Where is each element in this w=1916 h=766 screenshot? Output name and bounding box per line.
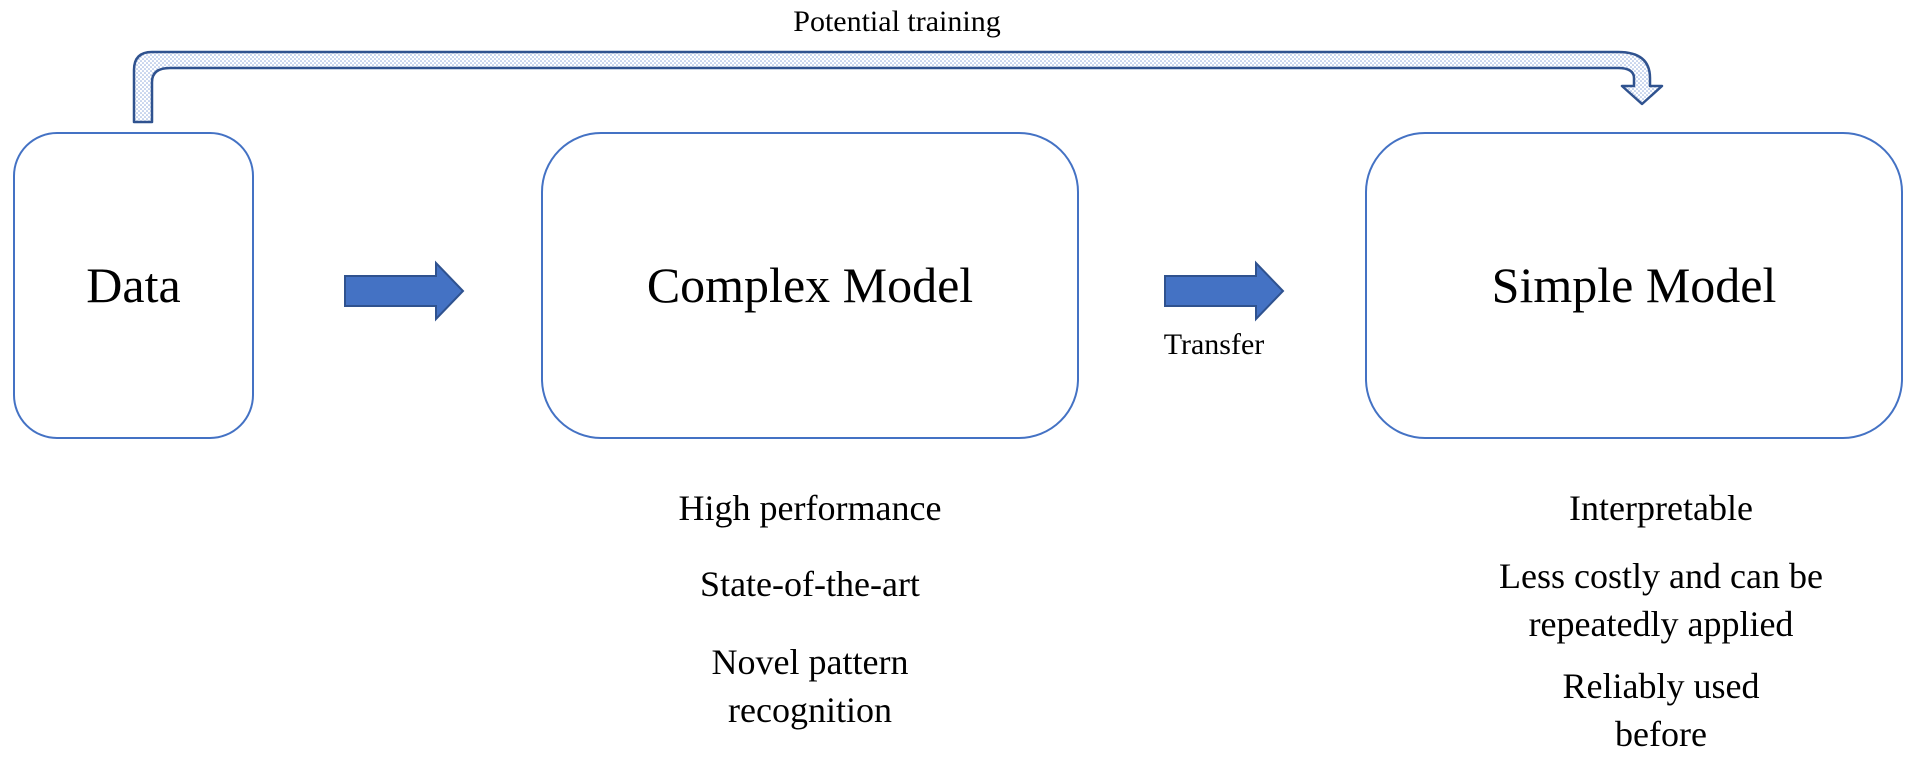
data-to-complex-arrow bbox=[344, 260, 465, 322]
complex-property-item: High performance bbox=[678, 488, 942, 528]
complex-property-item: State-of-the-art bbox=[700, 564, 920, 604]
simple-property-item: Interpretable bbox=[1569, 488, 1753, 528]
simple-model-title: Simple Model bbox=[1491, 257, 1777, 313]
simple-properties-list: Interpretable Less costly and can be rep… bbox=[1461, 484, 1861, 758]
simple-property-item: Less costly and can be repeatedly applie… bbox=[1499, 556, 1823, 644]
complex-model-box: Complex Model bbox=[541, 132, 1079, 439]
data-box-title: Data bbox=[86, 257, 181, 313]
simple-property-item: Reliably used before bbox=[1562, 666, 1760, 754]
complex-property-item: Novel pattern recognition bbox=[711, 642, 909, 730]
transfer-label: Transfer bbox=[1163, 328, 1265, 361]
complex-model-title: Complex Model bbox=[646, 257, 974, 313]
data-box: Data bbox=[13, 132, 254, 439]
potential-training-label: Potential training bbox=[793, 5, 1001, 38]
potential-training-arrow bbox=[132, 50, 1664, 124]
transfer-arrow bbox=[1164, 260, 1285, 322]
simple-model-box: Simple Model bbox=[1365, 132, 1903, 439]
complex-properties-list: High performance State-of-the-art Novel … bbox=[610, 484, 1010, 734]
